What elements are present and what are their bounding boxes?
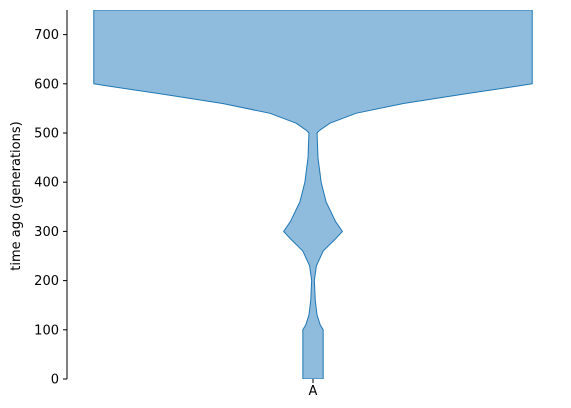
y-axis: 0 100 200 300 400 500 600 700: [34, 10, 68, 388]
x-axis: A: [309, 379, 318, 399]
y-tick-label: 200: [34, 274, 59, 289]
y-axis-label: time ago (generations): [9, 121, 24, 270]
y-tick-label: 100: [34, 323, 59, 338]
plot-area: [93, 10, 533, 379]
y-tick-label: 500: [34, 127, 59, 142]
y-tick-label: 0: [51, 373, 59, 388]
y-tick-label: 400: [34, 176, 59, 191]
y-tick-label: 600: [34, 77, 59, 92]
y-tick-label: 700: [34, 28, 59, 43]
deme-shape: [93, 10, 533, 379]
x-tick-label: A: [309, 384, 318, 399]
y-tick-label: 300: [34, 225, 59, 240]
